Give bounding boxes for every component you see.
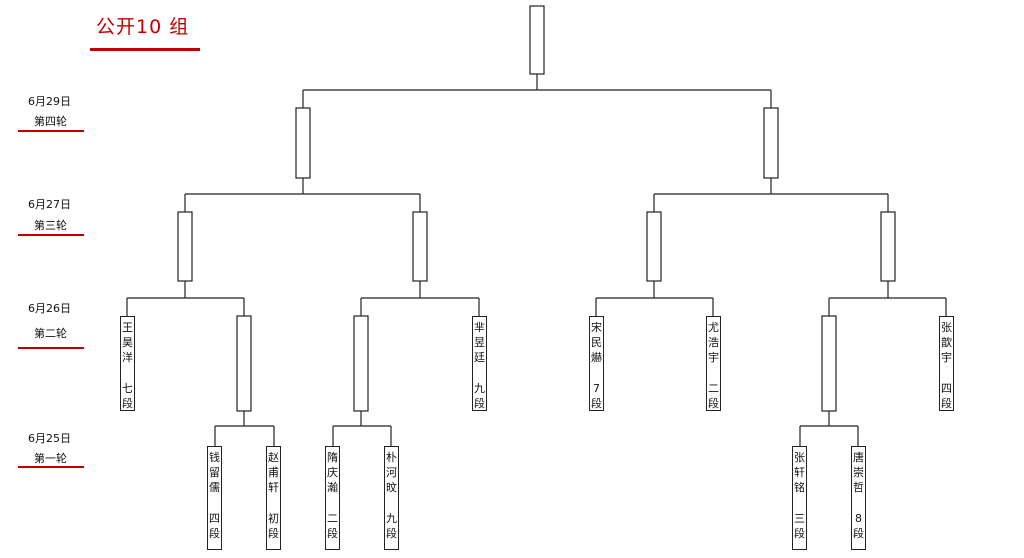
round-4-underline bbox=[18, 130, 84, 132]
title-underline bbox=[90, 48, 200, 51]
round-4-label: 第四轮 bbox=[34, 115, 67, 128]
player-box-qian-liuru: 钱留儒 四段 bbox=[207, 446, 222, 550]
round-1-date: 6月25日 bbox=[28, 432, 71, 445]
player-name: 宋民爀 bbox=[591, 321, 602, 364]
connector-q4 bbox=[828, 281, 947, 316]
player-rank: 四段 bbox=[209, 512, 220, 540]
player-box-tang-chongzhe: 唐崇哲 8段 bbox=[851, 446, 866, 550]
player-rank: 初段 bbox=[268, 512, 279, 540]
round-2-underline bbox=[18, 347, 84, 349]
connector-lines bbox=[126, 74, 947, 446]
player-name: 张歆宇 bbox=[941, 321, 952, 364]
player-box-mi-yuting: 芈昱廷 九段 bbox=[472, 316, 487, 411]
connector-q1 bbox=[126, 281, 245, 316]
round2-slot-1 bbox=[236, 315, 252, 412]
player-rank: 三段 bbox=[794, 512, 805, 540]
final-slot-right bbox=[763, 107, 779, 179]
round-2-date: 6月26日 bbox=[28, 302, 71, 315]
round-3-date: 6月27日 bbox=[28, 198, 71, 211]
player-box-zhang-xuanming: 张轩铭 三段 bbox=[792, 446, 807, 550]
connector-r1-c bbox=[799, 411, 859, 446]
player-rank: 8段 bbox=[853, 512, 864, 540]
connector-final bbox=[302, 74, 772, 108]
connector-q2 bbox=[360, 281, 480, 316]
connector-semi-right bbox=[653, 178, 889, 212]
player-name: 尤浩宇 bbox=[708, 321, 719, 364]
player-name: 钱留儒 bbox=[209, 451, 220, 494]
player-box-sui-qinghan: 隋庆瀚 二段 bbox=[325, 446, 340, 550]
player-rank: 七段 bbox=[122, 382, 133, 410]
semi-slot-1 bbox=[177, 211, 193, 282]
connector-semi-left bbox=[184, 178, 421, 212]
player-rank: 二段 bbox=[327, 512, 338, 540]
player-box-song-minhyuk: 宋民爀 7段 bbox=[589, 316, 604, 411]
player-box-you-haoyu: 尤浩宇 二段 bbox=[706, 316, 721, 411]
connector-q3 bbox=[595, 281, 714, 316]
player-name: 张轩铭 bbox=[794, 451, 805, 494]
player-box-wang-haoyang: 王昊洋 七段 bbox=[120, 316, 135, 411]
player-name: 隋庆瀚 bbox=[327, 451, 338, 494]
player-box-zhang-xinyu: 张歆宇 四段 bbox=[939, 316, 954, 411]
group-title: 公开10 组 bbox=[96, 16, 190, 38]
player-name: 赵甫轩 bbox=[268, 451, 279, 494]
round-2-label: 第二轮 bbox=[34, 327, 67, 340]
player-name: 唐崇哲 bbox=[853, 451, 864, 494]
player-rank: 四段 bbox=[941, 382, 952, 410]
semi-slot-3 bbox=[646, 211, 662, 282]
empty-slots bbox=[177, 5, 896, 412]
player-box-zhao-fuxuan: 赵甫轩 初段 bbox=[266, 446, 281, 550]
round-3-label: 第三轮 bbox=[34, 219, 67, 232]
player-rank: 二段 bbox=[708, 382, 719, 410]
round-1-label: 第一轮 bbox=[34, 452, 67, 465]
champion-slot bbox=[529, 5, 545, 75]
player-rank: 九段 bbox=[474, 382, 485, 410]
round-4-date: 6月29日 bbox=[28, 95, 71, 108]
final-slot-left bbox=[295, 107, 311, 179]
round2-slot-2 bbox=[353, 315, 369, 412]
semi-slot-2 bbox=[412, 211, 428, 282]
player-box-park-hamin: 朴河旼 九段 bbox=[384, 446, 399, 550]
player-name: 朴河旼 bbox=[386, 451, 397, 494]
round-1-underline bbox=[18, 466, 84, 468]
player-rank: 九段 bbox=[386, 512, 397, 540]
player-name: 王昊洋 bbox=[122, 321, 133, 364]
connector-r1-b bbox=[332, 411, 392, 446]
round2-slot-3 bbox=[821, 315, 837, 412]
semi-slot-4 bbox=[880, 211, 896, 282]
player-name: 芈昱廷 bbox=[474, 321, 485, 364]
player-rank: 7段 bbox=[591, 382, 602, 410]
round-3-underline bbox=[18, 234, 84, 236]
connector-r1-a bbox=[214, 411, 275, 446]
